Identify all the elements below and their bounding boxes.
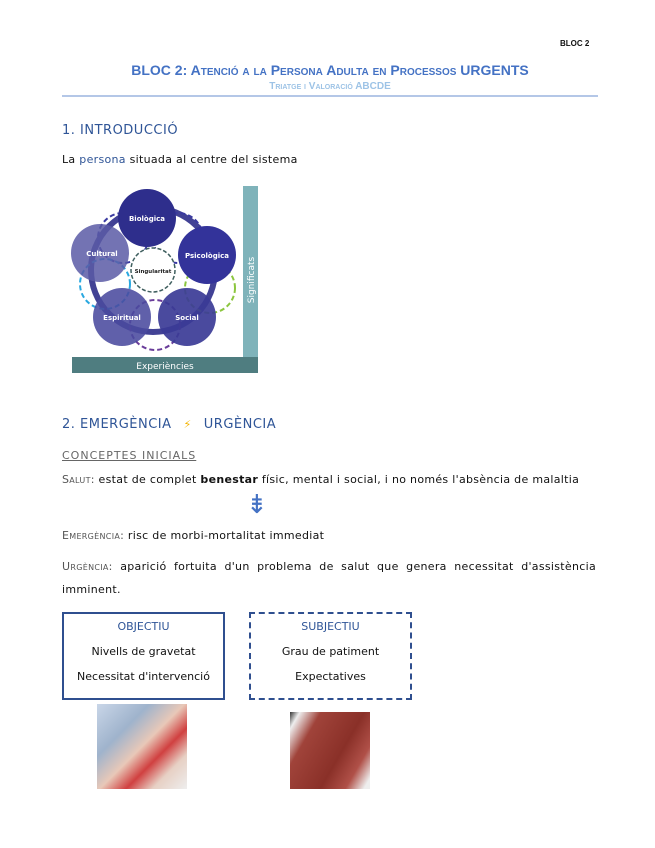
- lightning-icon: ⚡: [183, 418, 192, 431]
- significats-label: Significats: [247, 256, 257, 303]
- page-title: BLOC 2: Atenció a la Persona Adulta en P…: [131, 62, 529, 78]
- node-label: Cultural: [86, 250, 117, 258]
- header-divider: [62, 95, 598, 97]
- objectiu-title: OBJECTIU: [117, 620, 170, 633]
- conceptes-subheading: CONCEPTES INICIALS: [62, 449, 197, 462]
- salut-bold: benestar: [200, 473, 259, 486]
- objectiu-item: Necessitat d'intervenció: [77, 670, 210, 683]
- heading-urgencia: URGÈNCIA: [203, 417, 277, 432]
- node-label: Biològica: [129, 215, 165, 223]
- experiencies-bar: [72, 357, 258, 373]
- salut-post: físic, mental i social, i no només l'abs…: [258, 473, 580, 486]
- experiencies-label: Experiències: [136, 361, 194, 372]
- subjectiu-item: Expectatives: [295, 670, 366, 683]
- header-bloc: BLOC 2: [560, 39, 590, 48]
- objectiu-item: Nivells de gravetat: [91, 645, 196, 658]
- node-label: Social: [175, 314, 199, 322]
- emergency-photo: [97, 704, 187, 789]
- emergencia-line: Emergència: risc de morbi-mortalitat imm…: [62, 529, 324, 542]
- page-subtitle: Triatge i Valoració ABCDE: [269, 81, 391, 92]
- significats-bar: [243, 186, 258, 373]
- node-label: Espiritual: [103, 314, 141, 322]
- center-label: Singularitat: [135, 269, 172, 275]
- urgencia-line: Urgència: aparició fortuita d'un problem…: [62, 555, 596, 601]
- down-arrow-icon: ⇟: [246, 490, 268, 520]
- node-label: Psicològica: [185, 252, 229, 260]
- emergencia-text: risc de morbi-mortalitat immediat: [124, 529, 325, 542]
- salut-line: Salut: estat de complet benestar físic, …: [62, 473, 579, 486]
- node-circle: [93, 288, 151, 346]
- objectiu-box: OBJECTIU Nivells de gravetat Necessitat …: [62, 612, 225, 700]
- subjectiu-title: SUBJECTIU: [301, 620, 360, 633]
- urgencia-text: aparició fortuita d'un problema de salut…: [62, 560, 596, 596]
- dashed-ring: [184, 262, 236, 314]
- person-diagram: Significats Experiències Biològica Psico…: [71, 186, 258, 373]
- intro-line: La persona situada al centre del sistema: [62, 153, 298, 166]
- urgencia-label: Urgència:: [62, 560, 113, 573]
- dashed-ring: [79, 258, 131, 310]
- node-circle: [158, 288, 216, 346]
- emergencia-label: Emergència:: [62, 529, 125, 542]
- node-circle: [118, 189, 176, 247]
- subjectiu-box: SUBJECTIU Grau de patiment Expectatives: [249, 612, 412, 700]
- skin-rash-photo: [290, 712, 370, 789]
- section-2-heading: 2. EMERGÈNCIA ⚡ URGÈNCIA: [62, 417, 276, 432]
- salut-pre: estat de complet: [94, 473, 201, 486]
- node-circle: [71, 224, 129, 282]
- intro-highlight: persona: [79, 153, 126, 166]
- center-circle: [130, 247, 176, 293]
- section-1-heading: 1. INTRODUCCIÓ: [62, 123, 179, 138]
- salut-label: Salut:: [62, 473, 95, 486]
- node-circle: [178, 226, 236, 284]
- heading-emergencia: 2. EMERGÈNCIA: [62, 417, 172, 432]
- intro-post: situada al centre del sistema: [125, 153, 298, 166]
- intro-pre: La: [62, 153, 80, 166]
- subjectiu-item: Grau de patiment: [281, 645, 380, 658]
